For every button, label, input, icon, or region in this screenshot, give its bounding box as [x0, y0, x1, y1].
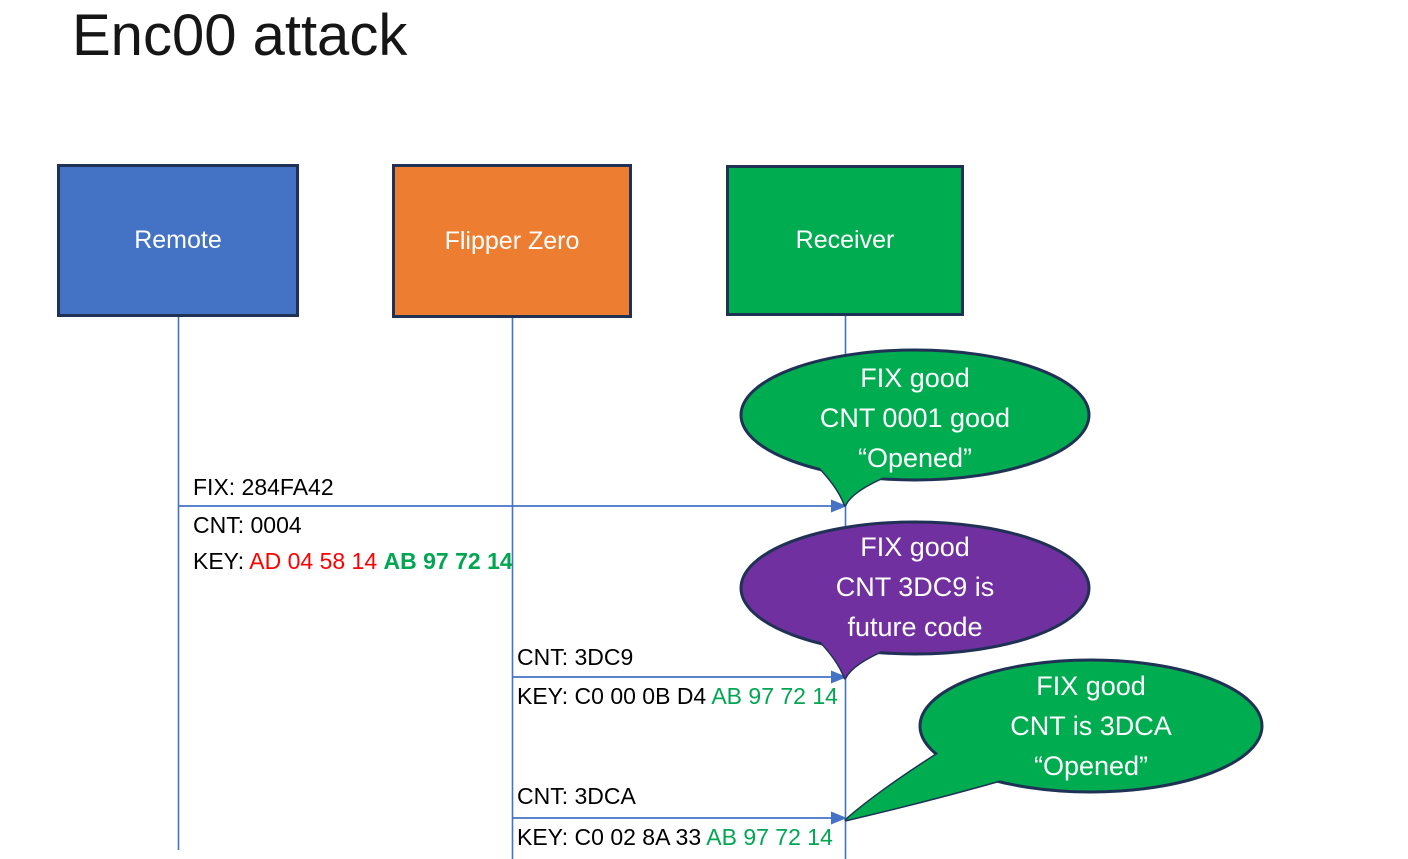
message-1-key-green-bytes: AB 97 72 14 — [383, 548, 513, 574]
callout-1-text: FIX good CNT 0001 good “Opened” — [820, 358, 1010, 478]
callout-1-tail-join — [816, 464, 901, 505]
message-1-cnt-line: CNT: 0004 — [193, 512, 302, 538]
callout-3-ellipse — [918, 658, 1264, 794]
message-arrowhead-3 — [831, 811, 847, 825]
callout-1-line-3: “Opened” — [857, 443, 973, 473]
actor-box-receiver: Receiver — [726, 165, 964, 316]
message-1-key-line: KEY: AD 04 58 14 AB 97 72 14 — [193, 548, 513, 574]
message-arrowhead-2 — [831, 670, 847, 684]
callout-3-line-2: CNT is 3DCA — [1010, 711, 1172, 741]
actor-label-remote: Remote — [134, 226, 222, 254]
message-1-key-red-bytes: AD 04 58 14 — [249, 548, 384, 574]
message-1-cnt-text: CNT: 0004 — [193, 512, 302, 538]
message-3-key-line: KEY: C0 02 8A 33 AB 97 72 14 — [517, 824, 833, 850]
callout-2-line-3: future code — [847, 612, 983, 642]
callout-2-line-2: CNT 3DC9 is — [835, 572, 995, 602]
callout-3-line-3: “Opened” — [1033, 751, 1149, 781]
callout-2-bubble — [739, 520, 1091, 680]
callout-1-line-2: CNT 0001 good — [819, 403, 1011, 433]
page-title: Enc00 attack — [72, 3, 408, 68]
callout-2-text: FIX good CNT 3DC9 is future code — [836, 527, 995, 647]
actor-box-remote: Remote — [57, 164, 299, 317]
callout-1-bubble — [739, 348, 1091, 507]
callout-3-text: FIX good CNT is 3DCA “Opened” — [1010, 666, 1172, 786]
actor-label-receiver: Receiver — [795, 226, 895, 254]
message-1-key-prefix: KEY: — [193, 548, 250, 574]
message-2-key-line: KEY: C0 00 0B D4 AB 97 72 14 — [517, 683, 838, 709]
actor-box-flipper-zero: Flipper Zero — [392, 164, 632, 318]
message-2-cnt-line: CNT: 3DC9 — [517, 644, 633, 670]
callout-1-line-1: FIX good — [860, 363, 970, 393]
message-1-fix-text: FIX: 284FA42 — [193, 474, 334, 500]
message-2-key-prefix: KEY: C0 00 0B D4 — [517, 683, 712, 709]
callout-3-line-1: FIX good — [1036, 671, 1146, 701]
callout-3-bubble — [844, 658, 1264, 822]
callout-1-ellipse — [739, 348, 1091, 482]
message-2-cnt-text: CNT: 3DC9 — [517, 644, 634, 670]
callout-2-tail-join — [816, 637, 901, 678]
message-arrowhead-1 — [831, 499, 847, 513]
actor-label-flipper-zero: Flipper Zero — [444, 226, 580, 255]
message-2-key-green-bytes: AB 97 72 14 — [711, 683, 838, 709]
message-3-cnt-line: CNT: 3DCA — [517, 783, 636, 809]
callout-2-line-1: FIX good — [860, 532, 970, 562]
message-3-cnt-text: CNT: 3DCA — [517, 783, 636, 809]
message-1-fix-line: FIX: 284FA42 — [193, 474, 334, 500]
message-3-key-green-bytes: AB 97 72 14 — [706, 824, 833, 850]
callout-3-tail-join — [846, 746, 1012, 820]
callout-2-ellipse — [739, 520, 1091, 656]
message-3-key-prefix: KEY: C0 02 8A 33 — [517, 824, 707, 850]
